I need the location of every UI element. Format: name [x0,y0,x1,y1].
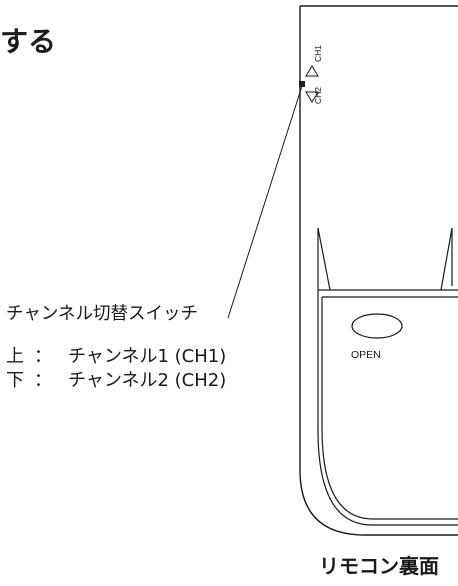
battery-cover-inner [321,297,458,520]
legend-position: 上 [6,346,24,367]
legend-text: チャンネル2 (CH2) [68,370,227,391]
battery-cover-outer [317,282,458,526]
switch-leader-line [227,85,303,319]
ch2-label: CH2 [313,86,323,104]
legend-row-up: 上 ： チャンネル1 (CH1) [6,348,226,366]
left-fin [317,227,331,291]
legend-position: 下 [6,370,24,391]
right-fin [440,227,453,291]
channel-switch-label: チャンネル切替スイッチ [6,304,198,324]
legend-text: チャンネル1 (CH1) [68,346,227,367]
channel-switch [299,81,305,87]
legend-separator: ： [34,370,52,391]
open-label: OPEN [351,349,381,361]
legend-row-down: 下 ： チャンネル2 (CH2) [6,372,226,390]
page-heading-fragment: する [0,25,57,58]
remote-body-outline [299,6,458,536]
ch1-label: CH1 [313,44,323,62]
ch1-triangle [305,65,319,77]
remote-back-caption: リモコン裏面 [319,554,439,578]
legend-separator: ： [34,346,52,367]
ch2-triangle [305,91,319,103]
open-button-outline [351,313,403,339]
